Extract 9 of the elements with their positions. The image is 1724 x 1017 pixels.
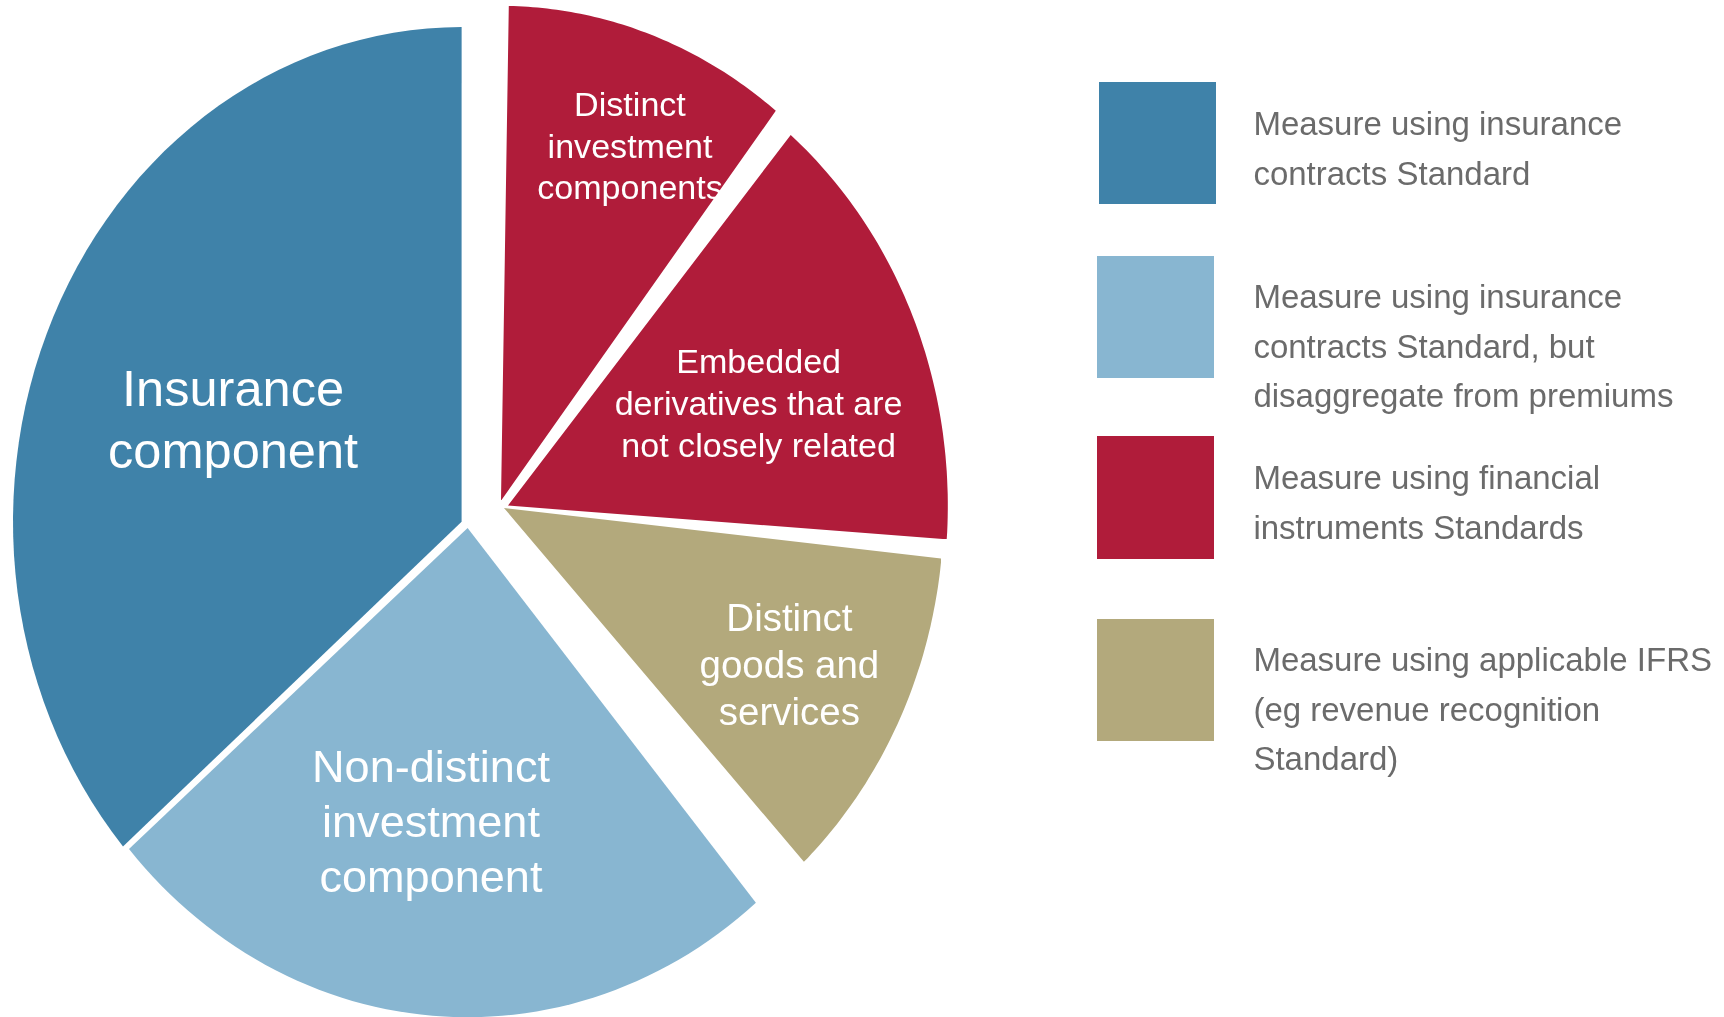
slice-label: Distinct goods and services: [698, 594, 881, 735]
slice-label: Insurance component: [107, 359, 360, 481]
legend-text: Measure using applicable IFRS (eg revenue recognition Standard): [1253, 639, 1713, 779]
legend-text: Measure using financial instruments Standards: [1253, 457, 1602, 548]
legend-text: Measure using insurance contracts Standard: [1253, 103, 1624, 194]
slice-label: Non-distinct investment component: [311, 739, 551, 904]
slice-label: Distinct investment components: [536, 83, 724, 208]
slice-label: Embedded derivatives that are not closely related: [613, 341, 904, 466]
legend-text: Measure using insurance contracts Standard, but disaggregate from premiums: [1253, 277, 1675, 417]
